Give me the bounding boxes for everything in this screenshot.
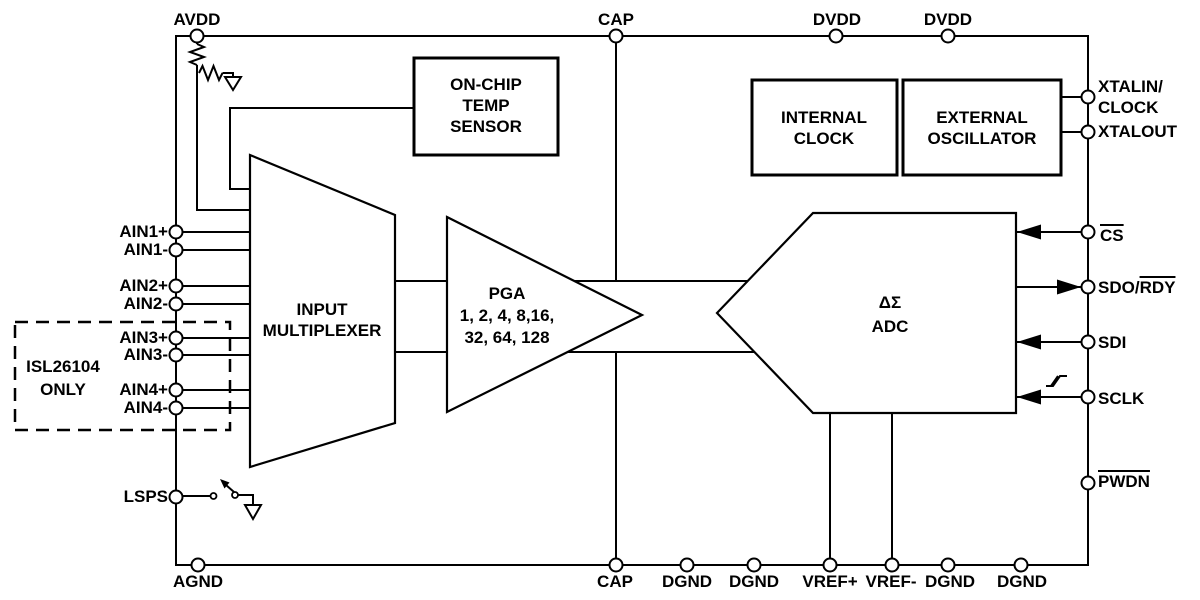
label-dgnd-1: DGND <box>661 572 713 591</box>
pin-vref-plus <box>822 557 838 573</box>
label-ain4p: AIN4+ <box>119 380 168 399</box>
temp-sensor-label: ON-CHIP TEMP SENSOR <box>450 75 522 136</box>
pin-ain1p <box>168 224 184 240</box>
ground-symbol-avdd <box>223 76 243 92</box>
pin-cap-bottom <box>608 557 624 573</box>
label-avdd: AVDD <box>173 10 221 29</box>
schmitt-trigger-icon <box>1046 375 1067 387</box>
pin-sdi <box>1080 334 1096 350</box>
label-vref-minus: VREF- <box>865 572 917 591</box>
sdi-arrowhead <box>1017 334 1041 350</box>
avdd-bias-network <box>187 42 250 211</box>
pin-pwdn <box>1080 475 1096 491</box>
input-multiplexer-label: INPUT MULTIPLEXER <box>262 300 382 340</box>
pin-ain2p <box>168 278 184 294</box>
input-multiplexer-shape <box>248 153 397 469</box>
label-dvdd-2: DVDD <box>923 10 973 29</box>
pin-agnd <box>190 557 206 573</box>
pin-vref-minus <box>884 557 900 573</box>
switch-contact-left <box>209 492 218 500</box>
vref-lines <box>829 413 893 565</box>
label-pwdn: PWDN <box>1098 472 1150 491</box>
switch-lever-arrow <box>220 479 230 489</box>
pin-dgnd-3 <box>940 557 956 573</box>
adc-shape <box>715 211 1018 415</box>
pin-sclk <box>1080 389 1096 405</box>
label-ain3n: AIN3- <box>123 345 168 364</box>
switch-lever <box>225 484 235 493</box>
ground-symbol-lsps <box>243 504 263 522</box>
label-dvdd-1: DVDD <box>812 10 862 29</box>
internal-clock-box <box>750 78 899 177</box>
cs-arrowhead <box>1017 224 1041 240</box>
pin-ain4n <box>168 400 184 416</box>
pin-xtalin-clock <box>1080 89 1096 105</box>
temp-sensor-wire <box>229 107 414 190</box>
label-xtalout: XTALOUT <box>1098 122 1178 141</box>
label-dgnd-2: DGND <box>728 572 780 591</box>
pin-xtalout <box>1080 124 1096 140</box>
temp-sensor-box <box>412 56 560 157</box>
isl26104-only-dashed-box <box>13 320 232 432</box>
lsps-switch-network <box>176 479 263 522</box>
label-cap-top: CAP <box>598 10 634 29</box>
analog-input-wires <box>176 231 250 409</box>
switch-contact-right <box>231 491 239 499</box>
sclk-arrowhead <box>1017 389 1041 405</box>
internal-clock-label: INTERNAL CLOCK <box>781 108 867 148</box>
label-sdi: SDI <box>1098 333 1127 352</box>
label-ain1p: AIN1+ <box>119 222 168 241</box>
pin-ain2n <box>168 296 184 312</box>
label-ain4n: AIN4- <box>123 398 168 417</box>
external-oscillator-label: EXTERNAL OSCILLATOR <box>927 108 1037 148</box>
pin-dvdd-2 <box>940 28 956 44</box>
external-oscillator-box <box>901 78 1063 177</box>
label-sclk: SCLK <box>1098 389 1145 408</box>
label-ain1n: AIN1- <box>123 240 168 259</box>
label-vref-plus: VREF+ <box>802 572 858 591</box>
pga-label: PGA 1, 2, 4, 8,16, 32, 64, 128 <box>459 284 555 347</box>
resistor-vertical <box>187 43 207 66</box>
pga-shape <box>445 215 645 414</box>
pin-cap-top <box>608 28 624 44</box>
label-sdo-rdy: SDO/RDY <box>1098 278 1176 297</box>
resistor-horizontal <box>198 63 224 83</box>
adc-label: ΔΣ ADC <box>871 293 909 336</box>
label-ain2n: AIN2- <box>123 294 168 313</box>
pin-avdd <box>189 28 205 44</box>
pin-sdo-rdy <box>1080 279 1096 295</box>
pin-dgnd-1 <box>679 557 695 573</box>
label-dgnd-4: DGND <box>996 572 1048 591</box>
isl26104-only-note: ISL26104 ONLY <box>26 357 100 399</box>
label-cs: CS <box>1100 226 1124 245</box>
label-dgnd-3: DGND <box>924 572 976 591</box>
label-ain3p: AIN3+ <box>119 328 168 347</box>
label-xtalin-clock: XTALIN/ CLOCK <box>1098 77 1163 117</box>
pin-ain3n <box>168 347 184 363</box>
pin-cs <box>1080 224 1096 240</box>
sdo-arrowhead <box>1057 279 1081 295</box>
pin-dgnd-2 <box>746 557 762 573</box>
label-cap-bottom: CAP <box>597 572 633 591</box>
serial-interface-wires <box>1016 231 1088 398</box>
pin-lsps <box>168 489 184 505</box>
pin-ain1n <box>168 242 184 258</box>
label-ain2p: AIN2+ <box>119 276 168 295</box>
label-lsps: LSPS <box>123 487 168 506</box>
label-agnd: AGND <box>172 572 224 591</box>
pin-ain4p <box>168 382 184 398</box>
pin-ain3p <box>168 330 184 346</box>
pin-dvdd-1 <box>828 28 844 44</box>
pin-dgnd-4 <box>1013 557 1029 573</box>
